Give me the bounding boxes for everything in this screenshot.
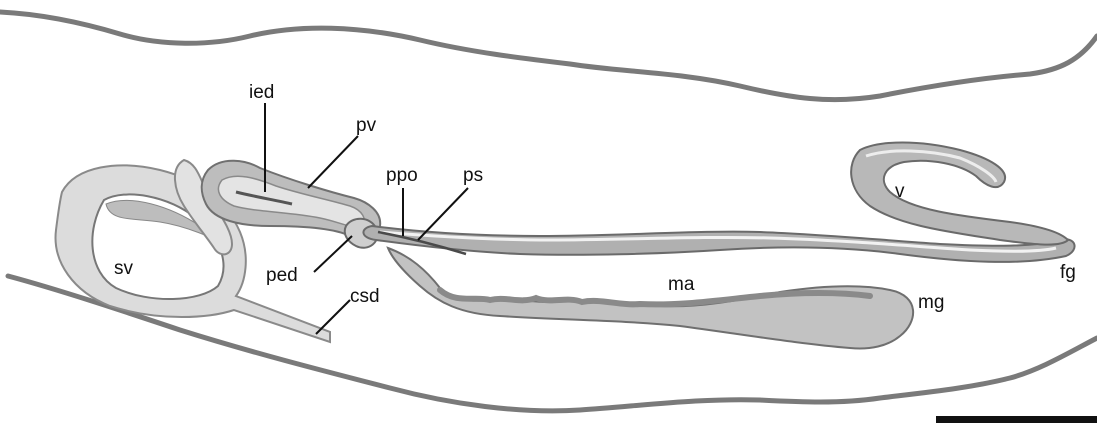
upper-body-wall [0, 12, 1097, 100]
label-fg: fg [1060, 262, 1076, 283]
label-ppo: ppo [386, 165, 418, 186]
label-ps: ps [463, 165, 483, 186]
label-ied: ied [249, 82, 274, 103]
scale-bar [936, 416, 1097, 423]
label-v: v [895, 181, 905, 202]
label-sv: sv [114, 258, 134, 279]
leader-ped [314, 236, 352, 272]
label-ma: ma [668, 274, 695, 295]
label-mg: mg [918, 292, 944, 313]
leader-pv [308, 136, 358, 188]
label-csd: csd [350, 286, 380, 307]
leader-csd [316, 300, 350, 334]
label-ped: ped [266, 265, 298, 286]
label-pv: pv [356, 115, 377, 136]
